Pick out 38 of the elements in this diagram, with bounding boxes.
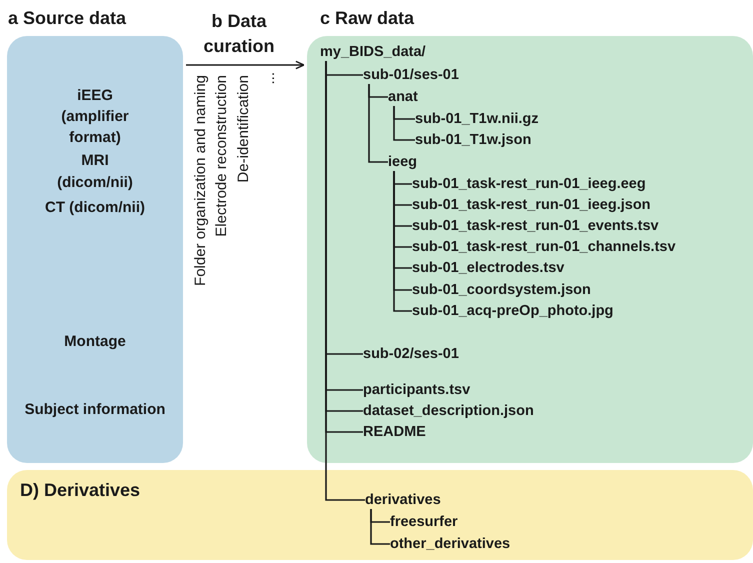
file-name: sub-01_electrodes.tsv — [412, 259, 564, 277]
source-item: Subject information — [24, 400, 166, 420]
panel-heading: a Source data — [8, 9, 126, 27]
panel — [7, 470, 753, 560]
file-name: sub-01_acq-preOp_photo.jpg — [412, 302, 614, 320]
file-name: sub-01_task-rest_run-01_ieeg.eeg — [412, 175, 646, 193]
source-item: iEEG (amplifier format) — [60, 86, 130, 148]
source-item: Montage — [63, 332, 127, 352]
file-name: sub-01_task-rest_run-01_ieeg.json — [412, 196, 651, 214]
panel-heading: c Raw data — [320, 9, 414, 27]
file-name: README — [363, 423, 426, 441]
step-label: Folder organization and naming — [192, 75, 210, 286]
file-name: sub-02/ses-01 — [363, 345, 459, 363]
source-item: CT (dicom/nii) — [45, 198, 145, 218]
file-name: dataset_description.json — [363, 402, 534, 420]
step-label: ... — [261, 72, 279, 85]
panel-heading: b Data curation — [202, 10, 276, 58]
file-name: my_BIDS_data/ — [320, 43, 426, 61]
tree-line — [370, 509, 390, 545]
tree-line — [368, 84, 388, 163]
step-label: De-identification — [235, 75, 253, 183]
file-name: sub-01_T1w.nii.gz — [415, 110, 539, 128]
file-name: ieeg — [388, 153, 418, 171]
file-name: other_derivatives — [390, 535, 510, 553]
tree-line — [393, 106, 415, 141]
file-name: sub-01_T1w.json — [415, 131, 532, 149]
file-name: freesurfer — [390, 513, 458, 531]
file-name: sub-01/ses-01 — [363, 66, 459, 84]
file-name: sub-01_task-rest_run-01_channels.tsv — [412, 238, 676, 256]
file-name: sub-01_task-rest_run-01_events.tsv — [412, 217, 659, 235]
step-label: Electrode reconstruction — [213, 75, 231, 237]
panel-heading: D) Derivatives — [20, 481, 140, 499]
file-name: derivatives — [365, 491, 441, 509]
arrow — [186, 60, 305, 70]
file-name: sub-01_coordsystem.json — [412, 281, 591, 299]
file-name: participants.tsv — [363, 381, 470, 399]
file-name: anat — [388, 88, 418, 106]
source-item: MRI (dicom/nii) — [56, 151, 134, 193]
